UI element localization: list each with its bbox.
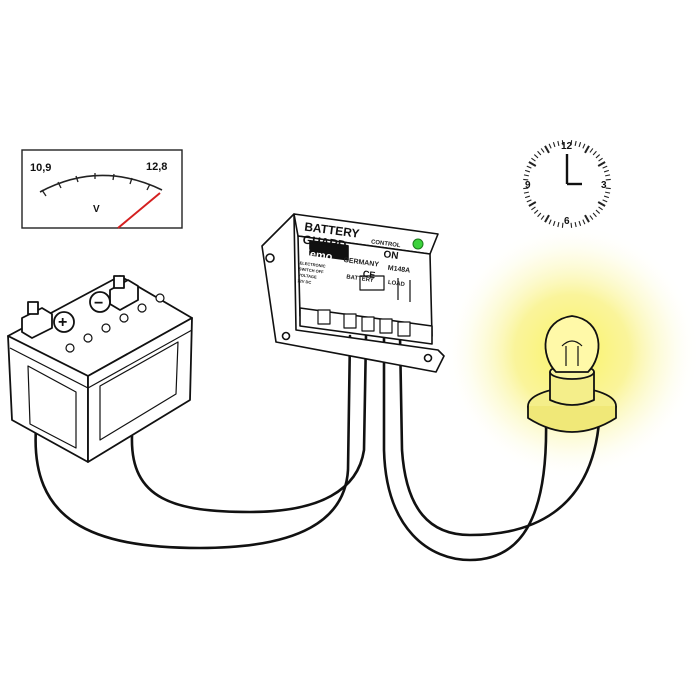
module-battery-label: BATTERY bbox=[346, 274, 374, 284]
clock-tick bbox=[589, 148, 594, 153]
clock-tick bbox=[548, 219, 552, 225]
clock-tick bbox=[552, 141, 556, 148]
clock-tick bbox=[578, 141, 582, 148]
battery-plus-symbol: + bbox=[58, 314, 67, 331]
clock-tick bbox=[595, 154, 601, 159]
clock-tick bbox=[533, 154, 539, 159]
clock-tick bbox=[605, 191, 611, 194]
clock-tick bbox=[523, 174, 529, 177]
module-ce-mark: CE bbox=[362, 269, 376, 281]
voltmeter-unit: V bbox=[93, 204, 100, 215]
battery-minus-terminal bbox=[89, 275, 139, 313]
module-control-label: CONTROL bbox=[371, 239, 402, 249]
battery-guard-module bbox=[261, 213, 445, 373]
clock: 12 3 6 9 bbox=[523, 140, 611, 228]
clock-tick bbox=[584, 214, 590, 223]
voltmeter-needle bbox=[117, 192, 161, 229]
clock-tick bbox=[574, 222, 577, 228]
module-brand: Kemo bbox=[301, 248, 333, 264]
clock-numeral-6: 6 bbox=[564, 216, 570, 227]
voltmeter-min-label: 10,9 bbox=[30, 162, 51, 174]
clock-tick bbox=[552, 220, 556, 227]
module-small-line-1: ELECTRONIC bbox=[299, 260, 326, 268]
clock-numeral-3: 3 bbox=[601, 180, 607, 191]
clock-tick bbox=[528, 201, 537, 207]
clock-tick bbox=[548, 143, 552, 149]
clock-tick bbox=[598, 206, 603, 211]
clock-tick bbox=[523, 191, 529, 194]
clock-tick bbox=[570, 222, 573, 228]
clock-tick bbox=[531, 206, 536, 211]
clock-tick bbox=[537, 150, 542, 156]
clock-tick bbox=[603, 169, 610, 173]
module-country: GERMANY bbox=[343, 257, 380, 269]
wires bbox=[34, 334, 602, 562]
lamp bbox=[527, 315, 617, 433]
clock-tick bbox=[557, 222, 560, 228]
module-on-label: ON bbox=[383, 249, 399, 262]
clock-tick bbox=[582, 219, 586, 225]
control-led bbox=[412, 238, 424, 250]
voltmeter-max-label: 12,8 bbox=[146, 161, 167, 173]
clock-tick bbox=[544, 214, 550, 223]
clock-tick bbox=[540, 215, 545, 220]
clock-tick bbox=[524, 169, 531, 173]
clock-tick bbox=[540, 148, 545, 153]
clock-numeral-12: 12 bbox=[561, 141, 573, 152]
battery-plus-terminal bbox=[21, 301, 75, 339]
module-small-line-4: 12V DC bbox=[297, 278, 312, 285]
clock-tick bbox=[557, 140, 560, 146]
clock-tick bbox=[597, 201, 606, 207]
clock-tick bbox=[526, 199, 532, 203]
module-small-line-3: VOLTAGE bbox=[298, 272, 318, 279]
clock-tick bbox=[602, 165, 608, 169]
clock-numeral-9: 9 bbox=[525, 180, 531, 191]
clock-tick bbox=[523, 187, 529, 190]
clock-tick bbox=[561, 222, 564, 228]
module-load-label: LOAD bbox=[387, 280, 405, 288]
clock-tick bbox=[592, 150, 597, 156]
clock-tick bbox=[605, 178, 611, 181]
clock-tick bbox=[605, 187, 611, 190]
clock-tick bbox=[603, 195, 610, 199]
clock-tick bbox=[589, 215, 594, 220]
clock-tick bbox=[602, 199, 608, 203]
clock-tick bbox=[533, 209, 539, 214]
clock-tick bbox=[544, 145, 550, 154]
lamp-bulb bbox=[544, 315, 600, 373]
clock-tick bbox=[537, 212, 542, 218]
module-small-line-2: SWITCH OFF bbox=[299, 266, 325, 274]
clock-tick bbox=[592, 212, 597, 218]
clock-tick bbox=[597, 161, 606, 167]
clock-tick bbox=[523, 178, 529, 181]
clock-tick bbox=[561, 140, 564, 146]
clock-tick bbox=[526, 165, 532, 169]
module-title-line2: GUARD bbox=[302, 233, 348, 253]
clock-tick bbox=[578, 220, 582, 227]
voltmeter: 10,9 12,8 V bbox=[21, 149, 183, 229]
clock-tick bbox=[605, 174, 611, 177]
clock-tick bbox=[524, 195, 531, 199]
clock-tick bbox=[574, 140, 577, 146]
clock-tick bbox=[598, 157, 603, 162]
battery-minus-symbol: − bbox=[94, 295, 103, 312]
clock-tick bbox=[584, 145, 590, 154]
car-battery bbox=[7, 275, 193, 463]
clock-tick bbox=[528, 161, 537, 167]
clock-tick bbox=[531, 157, 536, 162]
clock-tick bbox=[595, 209, 601, 214]
module-labels: BATTERY GUARD CONTROL ON Kemo GERMANY CE… bbox=[297, 220, 411, 289]
module-model: M148A bbox=[387, 265, 410, 275]
clock-tick bbox=[570, 140, 573, 146]
clock-tick bbox=[582, 143, 586, 149]
